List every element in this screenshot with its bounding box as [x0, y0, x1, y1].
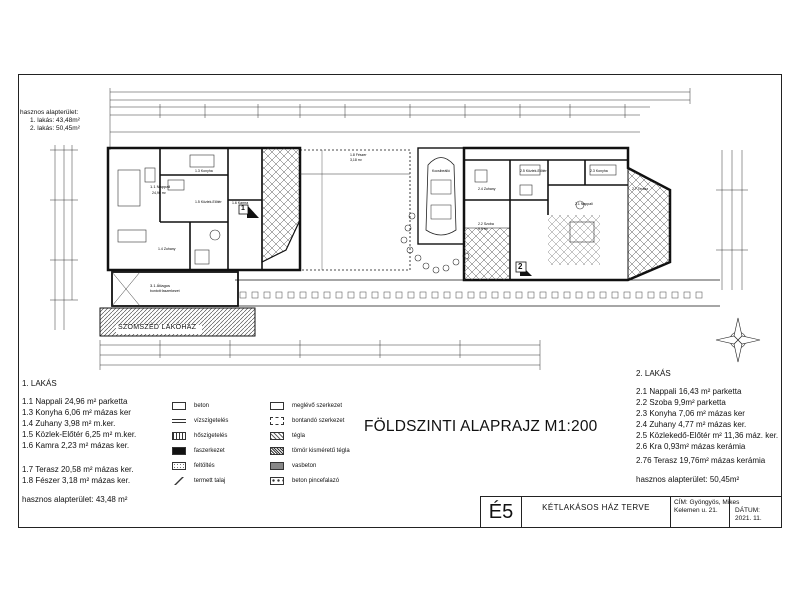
legend-label: vasbeton [292, 463, 317, 469]
titleblock-sheet-cell: É5 [480, 496, 522, 528]
swatch-feltoltes [172, 462, 186, 470]
bottom-dimension-lines [99, 340, 541, 370]
area-title: hasznos alapterület: [20, 109, 79, 116]
unit1-room: 1.4 Zuhany 3,98 m² m.ker. [22, 419, 116, 428]
titleblock-date-cell: DÁTUM: 2021. 11. [729, 496, 782, 528]
svg-text:1.1 Nappali: 1.1 Nappali [150, 184, 170, 189]
legend-label: tömör kisméretű tégla [292, 448, 350, 454]
courtyard [299, 149, 411, 271]
svg-text:2.4 Zuhany: 2.4 Zuhany [478, 187, 496, 191]
legend-column-1: beton vízszigetelés hőszigetelés faszerk… [172, 400, 262, 490]
date-label: DÁTUM: [735, 507, 760, 514]
top-dimension-lines [110, 91, 690, 133]
swatch-tegla [270, 432, 284, 440]
swatch-faszerkezet [172, 447, 186, 455]
unit2-room-list: 2.1 Nappali 16,43 m² parketta 2.2 Szoba … [636, 386, 778, 452]
svg-text:Kocsibeálló: Kocsibeálló [432, 169, 450, 173]
svg-text:24,96 m²: 24,96 m² [152, 191, 167, 195]
svg-text:1.6 Kamra: 1.6 Kamra [232, 201, 248, 205]
unit2-room: 2.5 Közlekedő-Előtér m² 11,36 máz. ker. [636, 431, 779, 440]
svg-text:2.3 Konyha: 2.3 Konyha [590, 169, 608, 173]
legend-label: bontandó szerkezet [292, 418, 345, 424]
drawing-title: FÖLDSZINTI ALAPRAJZ M1:200 [364, 418, 598, 435]
unit1-extra: 1.7 Terasz 20,58 m² mázas ker. [22, 465, 134, 474]
unit2-room: 2.3 Konyha 7,06 m² mázas ker [636, 409, 745, 418]
swatch-beton [172, 402, 186, 410]
svg-text:3,18 m²: 3,18 m² [350, 158, 363, 162]
sheet-code: É5 [488, 501, 514, 523]
legend-label: feltöltés [194, 463, 215, 469]
terrace-1-7 [261, 147, 301, 263]
unit2-room: 2.4 Zuhany 4,77 m² mázas ker. [636, 420, 747, 429]
north-arrow-icon [715, 317, 761, 363]
svg-text:1.3 Konyha: 1.3 Konyha [195, 169, 213, 173]
legend-column-2: meglévő szerkezet bontandó szerkezet tég… [270, 400, 370, 490]
swatch-vizszigeteles [172, 419, 186, 423]
unit2-room: 2.1 Nappali 16,43 m² parketta [636, 387, 742, 396]
unit1-title: 1. LAKÁS [22, 379, 57, 388]
titleblock-address-cell: CÍM: Gyöngyös, Mikes Kelemen u. 21. [670, 496, 739, 528]
address-line-1: CÍM: Gyöngyös, Mikes [674, 499, 740, 506]
legend-label: tégla [292, 433, 306, 439]
legend-label: hőszigetelés [194, 433, 228, 439]
shed-3-1 [111, 271, 239, 307]
unit1-room-list: 1.1 Nappali 24,96 m² parketta 1.3 Konyha… [22, 396, 136, 451]
titleblock-project-cell: KÉTLAKÁSOS HÁZ TERVE [521, 496, 671, 528]
legend-label: beton [194, 403, 210, 409]
unit1-total: hasznos alapterület: 43,48 m² [22, 495, 128, 504]
section-marker-2-label: 2 [518, 262, 523, 271]
legend-label: vízszigetelés [194, 418, 229, 424]
svg-text:1.4 Zuhany: 1.4 Zuhany [158, 247, 176, 251]
swatch-hoszigeteles [172, 432, 186, 440]
swatch-tomor-tegla [270, 447, 284, 455]
unit2-terrace: 2.76 Terasz 19,76m² mázas kerámia [636, 456, 766, 465]
address-line-2: Kelemen u. 21. [674, 507, 718, 514]
svg-text:2.5 Közlek-Előtér: 2.5 Közlek-Előtér [520, 169, 547, 173]
left-dimension-lines [50, 145, 78, 330]
unit1-extra: 1.8 Fészer 3,18 m² mázas ker. [22, 476, 131, 485]
unit2-room: 2.2 Szoba 9,9m² parketta [636, 398, 726, 407]
legend-label: meglévő szerkezet [292, 403, 343, 409]
swatch-bontando [270, 417, 284, 425]
section-marker-1 [238, 204, 259, 218]
unit1-room: 1.6 Kamra 2,23 m² mázas ker. [22, 441, 130, 450]
unit1-room: 1.5 Közlek-Előtér 6,25 m² m.ker. [22, 430, 137, 439]
svg-text:3.1 Átlagos: 3.1 Átlagos [150, 283, 170, 288]
unit1-room: 1.3 Konyha 6,06 m² mázas ker [22, 408, 131, 417]
legend-label: termett talaj [194, 478, 226, 484]
legend-label: beton pincefalazó [292, 478, 340, 484]
svg-text:1.8 Fészer: 1.8 Fészer [350, 153, 367, 157]
area-unit-1: 1. lakás: 43,48m² [30, 117, 80, 124]
unit2-total: hasznos alapterület: 50,45m² [636, 475, 740, 484]
car-outline [425, 157, 457, 236]
terrace-2-7 [627, 167, 671, 281]
section-marker-2 [515, 261, 532, 276]
neighbor-house-label: SZOMSZÉD LAKÓHÁZ [118, 324, 197, 331]
svg-text:2.7 Terasz: 2.7 Terasz [632, 187, 648, 191]
right-dimension-lines [716, 150, 748, 290]
area-unit-2: 2. lakás: 50,45m² [30, 125, 80, 132]
svg-text:2.1 Nappali: 2.1 Nappali [575, 202, 593, 206]
unit1-room: 1.1 Nappali 24,96 m² parketta [22, 397, 128, 406]
svg-text:2.2 Szoba: 2.2 Szoba [478, 222, 494, 226]
carport [417, 147, 465, 245]
date-value: 2021. 11. [735, 515, 762, 522]
unit1-extras-list: 1.7 Terasz 20,58 m² mázas ker. 1.8 Fésze… [22, 464, 133, 486]
drawing-sheet-border [18, 74, 782, 528]
section-marker-1-label: 1 [241, 205, 245, 212]
swatch-meglevo [270, 402, 284, 410]
unit2-room: 2.6 Kra 0,93m² mázas kerámia [636, 442, 746, 451]
swatch-termett-talaj [172, 477, 186, 485]
project-name: KÉTLAKÁSOS HÁZ TERVE [542, 503, 650, 512]
svg-text:9,9 m²: 9,9 m² [478, 227, 489, 231]
swatch-vasbeton [270, 462, 284, 470]
svg-text:1.5 Közlek-Előtér: 1.5 Közlek-Előtér [195, 200, 222, 204]
unit2-title: 2. LAKÁS [636, 369, 671, 378]
svg-text:bontott faszerkezet: bontott faszerkezet [150, 289, 180, 293]
legend-label: faszerkezet [194, 448, 225, 454]
swatch-beton-pincefalazo [270, 477, 284, 485]
